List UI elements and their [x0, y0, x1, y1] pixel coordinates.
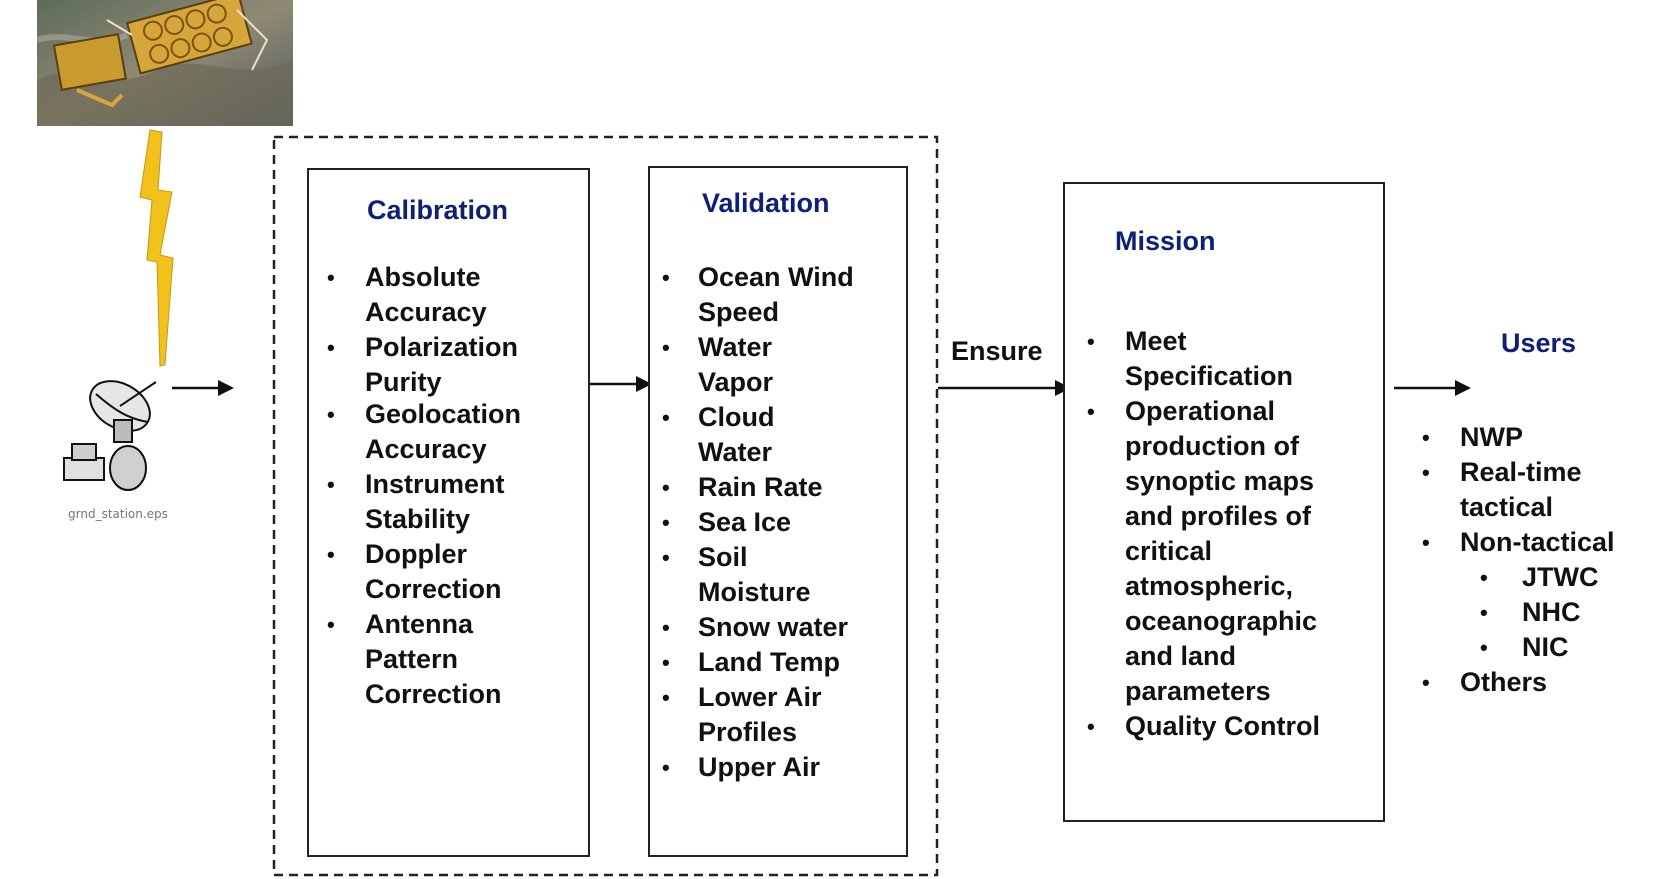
validation-title: Validation — [702, 188, 830, 218]
validation-box: Validation Ocean Wind Speed Water Vapor … — [648, 166, 908, 857]
ground-station-caption: grnd_station.eps — [68, 507, 168, 521]
list-item: NWP — [1422, 420, 1660, 455]
list-item: Snow water — [662, 610, 903, 645]
list-item: Doppler Correction — [327, 537, 535, 607]
calibration-box: Calibration Absolute Accuracy Polarizati… — [307, 168, 590, 857]
list-item: Cloud Water — [662, 400, 798, 470]
list-item: Soil Moisture — [662, 540, 838, 610]
satellite-image — [37, 0, 293, 126]
list-item: NIC — [1480, 630, 1660, 665]
users-list: NWP Real-time tactical Non-tactical JTWC… — [1422, 420, 1660, 700]
arrow-to-validation — [636, 376, 652, 392]
list-item: Non-tactical — [1422, 525, 1660, 560]
satellite-icon — [52, 0, 269, 108]
list-item: Antenna Pattern Correction — [327, 607, 535, 712]
list-item: Land Temp — [662, 645, 903, 680]
list-item: NHC — [1480, 595, 1660, 630]
list-item: Absolute Accuracy — [327, 260, 575, 330]
list-item: Upper Air — [662, 750, 903, 785]
list-item: Geolocation Accuracy — [327, 397, 575, 467]
list-item: Lower Air Profiles — [662, 680, 848, 750]
users-title: Users — [1501, 328, 1577, 358]
list-item: Sea Ice — [662, 505, 903, 540]
arrow-to-users — [1455, 380, 1471, 396]
list-item: Real-time tactical — [1422, 455, 1610, 525]
calibration-list: Absolute Accuracy Polarization Purity Ge… — [327, 260, 575, 712]
list-item: JTWC — [1480, 560, 1660, 595]
ensure-label: Ensure — [951, 336, 1043, 366]
list-item: Polarization Purity — [327, 330, 555, 400]
mission-list: Meet Specification Operational productio… — [1087, 324, 1365, 744]
satellite-dish-icon — [63, 380, 157, 491]
arrow-to-calibration — [218, 380, 234, 396]
mission-title: Mission — [1115, 226, 1216, 256]
list-item: Water Vapor — [662, 330, 798, 400]
calibration-title: Calibration — [367, 195, 509, 225]
list-item: Rain Rate — [662, 470, 903, 505]
validation-list: Ocean Wind Speed Water Vapor Cloud Water… — [662, 260, 903, 785]
list-item: Operational production of synoptic maps … — [1087, 394, 1355, 709]
list-item: Quality Control — [1087, 709, 1365, 744]
mission-box: Mission Meet Specification Operational p… — [1063, 182, 1385, 822]
list-item: Ocean Wind Speed — [662, 260, 878, 330]
calibration-validation-group — [272, 135, 939, 877]
lightning-bolt-icon — [139, 129, 174, 367]
list-item: Meet Specification — [1087, 324, 1325, 394]
list-item: Instrument Stability — [327, 467, 555, 537]
list-item: Others — [1422, 665, 1660, 700]
